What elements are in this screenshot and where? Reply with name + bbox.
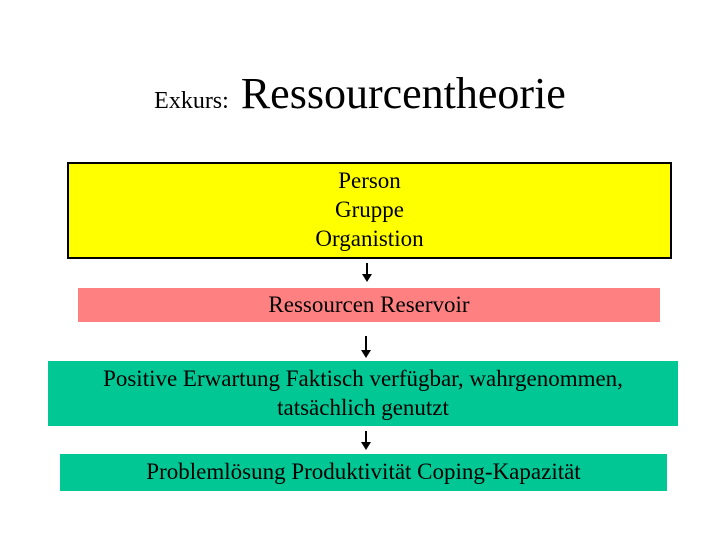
box-line: Gruppe [335,197,404,223]
title-prefix: Exkurs: [154,88,229,114]
box-line: Person [338,168,401,194]
box-line: Problemlösung Produktivität Coping-Kapaz… [146,459,581,485]
box-line: Organistion [315,225,424,251]
box-line: Positive Erwartung Faktisch verfügbar, w… [103,365,623,391]
box-positive-erwartung: Positive Erwartung Faktisch verfügbar, w… [48,361,678,426]
box-line: Ressourcen Reservoir [268,291,470,317]
box-person-gruppe-organisation: Person Gruppe Organistion [67,162,672,259]
page-title: Ressourcentheorie [240,69,566,118]
arrow-down-icon [358,336,374,358]
box-ressourcen-reservoir: Ressourcen Reservoir [78,288,660,322]
arrow-down-icon [359,263,375,282]
arrow-down-icon [358,431,374,450]
slide-title: Exkurs: Ressourcentheorie [0,68,720,119]
box-line: tatsächlich genutzt [277,394,449,420]
box-problemloesung: Problemlösung Produktivität Coping-Kapaz… [60,454,667,491]
